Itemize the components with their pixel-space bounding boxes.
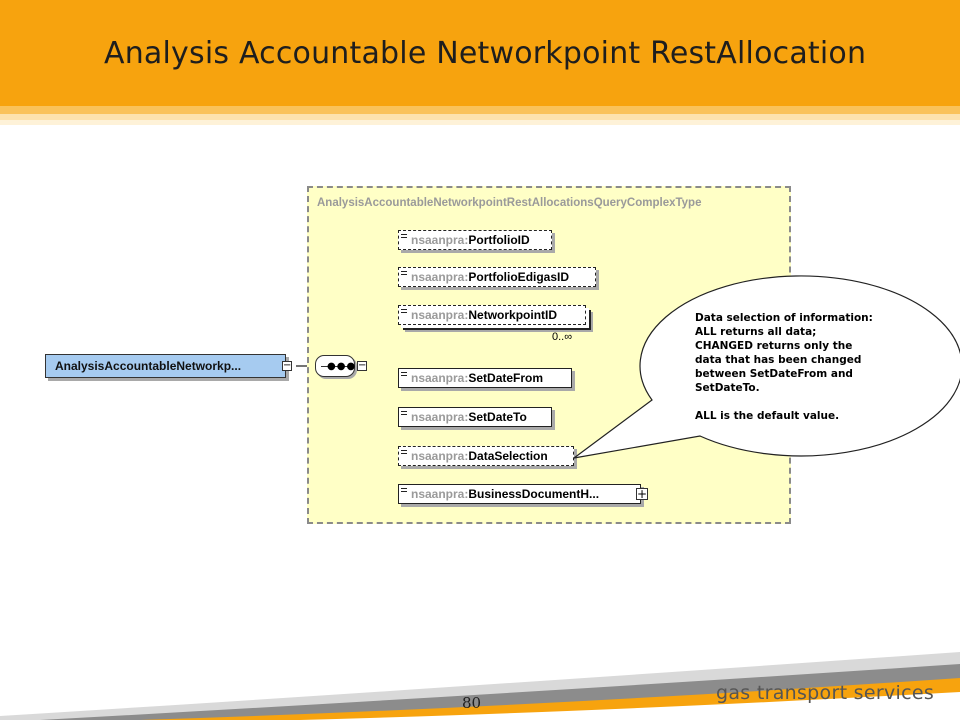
element-portfolio-edigas-id[interactable]: nsaanpra:PortfolioEdigasID [398,267,596,287]
slide-title: Analysis Accountable Networkpoint RestAl… [104,36,867,71]
element-business-document-header[interactable]: nsaanpra:BusinessDocumentH... [398,484,641,504]
namespace-prefix: nsaanpra: [411,449,469,463]
element-lines-icon [401,372,407,379]
namespace-prefix: nsaanpra: [411,410,469,424]
header-stripe-light [0,114,960,120]
element-set-date-from[interactable]: nsaanpra:SetDateFrom [398,368,572,388]
element-lines-icon [401,234,407,241]
callout-text: Data selection of information: ALL retur… [695,311,905,423]
element-networkpoint-id[interactable]: nsaanpra:NetworkpointID [398,305,586,325]
element-name: SetDateFrom [468,371,544,385]
element-portfolio-id[interactable]: nsaanpra:PortfolioID [398,230,552,250]
callout-line: CHANGED returns only the [695,340,853,352]
element-lines-icon [401,309,407,316]
complex-type-name: AnalysisAccountableNetworkpointRestAlloc… [317,197,702,209]
root-collapse-icon[interactable]: − [282,360,292,371]
sequence-compositor-icon: ●●● [315,355,355,377]
element-name: BusinessDocumentH... [468,487,600,501]
element-name: SetDateTo [468,410,527,424]
callout-line: data that has been changed [695,354,862,366]
namespace-prefix: nsaanpra: [411,487,469,501]
page-number: 80 [462,694,482,712]
callout-line: Data selection of information: [695,312,873,324]
element-lines-icon [401,271,407,278]
element-lines-icon [401,450,407,457]
namespace-prefix: nsaanpra: [411,308,469,322]
cardinality-label: 0..∞ [552,331,573,343]
callout-line: ALL is the default value. [695,410,840,422]
root-element[interactable]: AnalysisAccountableNetworkp... [45,354,286,378]
callout-line: ALL returns all data; [695,326,817,338]
expand-icon[interactable]: + [636,487,648,501]
element-data-selection[interactable]: nsaanpra:DataSelection [398,446,574,466]
header-band [0,0,960,106]
namespace-prefix: nsaanpra: [411,371,469,385]
element-name: PortfolioEdigasID [468,270,570,284]
sequence-collapse-icon[interactable]: − [357,360,367,371]
callout-line: between SetDateFrom and [695,368,853,380]
element-lines-icon [401,488,407,495]
brand-logo-text: gas transport services [716,682,935,704]
element-name: PortfolioID [468,233,530,247]
element-name: DataSelection [468,449,548,463]
element-lines-icon [401,411,407,418]
header-stripe [0,106,960,114]
element-name: NetworkpointID [468,308,558,322]
namespace-prefix: nsaanpra: [411,270,469,284]
namespace-prefix: nsaanpra: [411,233,469,247]
header-stripe-faint [0,120,960,125]
callout-line: SetDateTo. [695,382,760,394]
element-set-date-to[interactable]: nsaanpra:SetDateTo [398,407,552,427]
